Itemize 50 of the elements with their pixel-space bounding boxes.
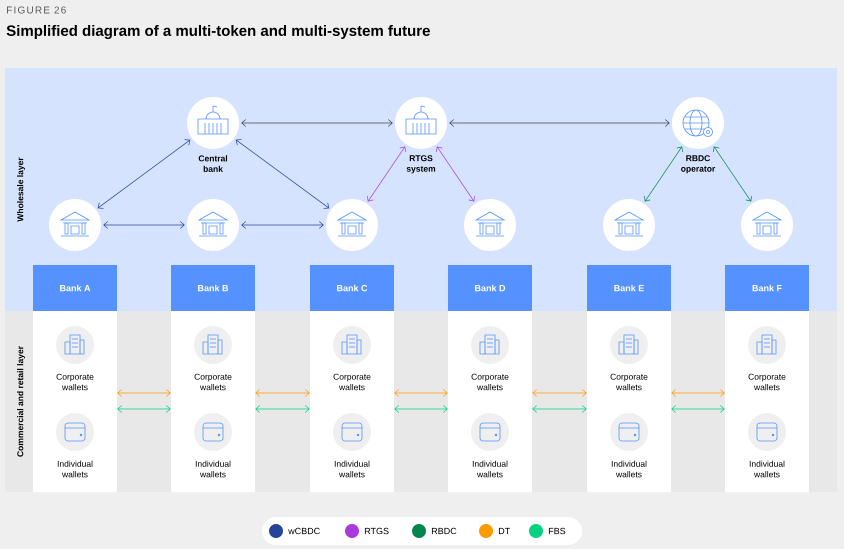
wallet-label: Individual wallets [334, 460, 370, 478]
wallet-label: Corporate wallets [334, 374, 371, 390]
layer-label: Wholesale layer [17, 158, 25, 222]
wallet-label: Individual wallets [196, 460, 230, 478]
node-label: RTGS system [406, 155, 436, 174]
figure-number: FIGURE 26 [7, 6, 66, 14]
wallet-label: Individual wallets [612, 460, 646, 478]
legend-label: DT [498, 528, 510, 534]
arrow [255, 389, 310, 397]
arrow [117, 389, 171, 397]
wallet-label: Individual wallets [750, 460, 784, 478]
legend-label: RTGS [364, 528, 389, 534]
layer-label: Commercial and retail layer [17, 346, 25, 457]
arrow [98, 139, 190, 209]
node-label: RBDC operator [681, 155, 716, 174]
arrow [436, 146, 475, 202]
arrow [241, 221, 324, 229]
arrow [103, 221, 185, 229]
bank-circle [603, 199, 655, 251]
wallet-label: Individual wallets [472, 460, 508, 478]
wallet-label: Corporate wallets [194, 374, 232, 390]
arrow [241, 119, 393, 127]
legend-label: RBDC [432, 528, 456, 534]
bank-circle [464, 199, 516, 251]
arrow [713, 146, 752, 202]
wallet-label: Individual wallets [58, 460, 92, 478]
legend-label: FBS [548, 528, 566, 534]
bank-circle [49, 199, 101, 251]
bank-circle [326, 199, 378, 251]
node-label: Central bank [198, 155, 228, 172]
title: Simplified diagram of a multi-token and multi-system future [6, 24, 430, 40]
wallet-label: Corporate wallets [472, 374, 508, 390]
arrow [644, 146, 683, 202]
legend-label: wCBDC [288, 528, 320, 534]
wallet-label: Corporate wallets [610, 374, 648, 390]
arrow [671, 405, 725, 413]
arrow [236, 139, 330, 209]
arrow [255, 405, 310, 413]
bank-circle [741, 199, 793, 251]
arrow [671, 389, 725, 397]
arrow [532, 405, 587, 413]
wallet-label: Corporate wallets [56, 374, 94, 390]
arrow [394, 389, 448, 397]
wallet-label: Corporate wallets [748, 374, 786, 390]
arrow [532, 389, 587, 397]
arrow [394, 405, 448, 413]
bank-circle [187, 199, 239, 251]
arrow [449, 119, 670, 127]
arrow [117, 405, 171, 413]
arrow [367, 146, 406, 202]
